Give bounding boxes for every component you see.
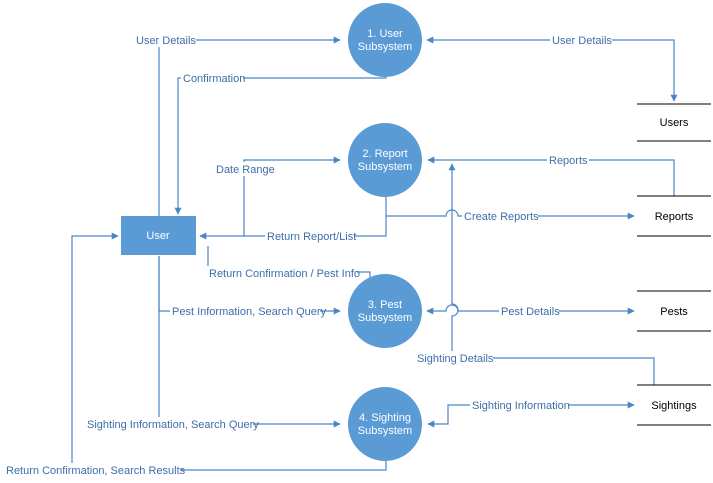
process-pest-subsystem-line1: 3. Pest <box>368 299 402 311</box>
process-user-subsystem-line2: Subsystem <box>358 41 412 53</box>
store-pests-label: Pests <box>660 306 688 318</box>
label-create-reports: Create Reports <box>464 211 539 223</box>
process-sighting-subsystem-line1: 4. Sighting <box>359 412 411 424</box>
label-sighting-information: Sighting Information <box>472 400 570 412</box>
flow-user-details-in <box>158 36 341 216</box>
label-pest-details: Pest Details <box>501 306 560 318</box>
process-sighting-subsystem[interactable]: 4. Sighting Subsystem <box>348 387 422 461</box>
store-users[interactable]: Users <box>637 103 711 142</box>
label-reports: Reports <box>549 155 588 167</box>
store-sightings-label: Sightings <box>651 400 697 412</box>
process-pest-subsystem-line2: Subsystem <box>358 312 412 324</box>
process-report-subsystem-line2: Subsystem <box>358 161 412 173</box>
label-confirmation: Confirmation <box>183 73 245 85</box>
store-sightings[interactable]: Sightings <box>637 384 711 426</box>
entity-user-label: User <box>146 230 170 242</box>
label-sighting-information-query: Sighting Information, Search Query <box>87 419 259 431</box>
process-user-subsystem[interactable]: 1. User Subsystem <box>348 3 422 77</box>
label-sighting-details: Sighting Details <box>417 353 494 365</box>
process-report-subsystem-line1: 2. Report <box>362 148 407 160</box>
label-pest-information: Pest Information, Search Query <box>172 306 327 318</box>
store-users-label: Users <box>660 117 689 129</box>
label-user-details-store: User Details <box>552 35 612 47</box>
label-date-range: Date Range <box>216 164 275 176</box>
process-report-subsystem[interactable]: 2. Report Subsystem <box>348 123 422 197</box>
flow-return-report-list <box>199 196 387 240</box>
flow-reports <box>427 156 675 196</box>
flow-user-details-store <box>426 36 678 102</box>
store-reports-label: Reports <box>655 211 694 223</box>
process-user-subsystem-line1: 1. User <box>367 28 403 40</box>
label-user-details-in: User Details <box>136 35 196 47</box>
store-pests[interactable]: Pests <box>637 290 711 332</box>
store-reports[interactable]: Reports <box>637 195 711 237</box>
flow-sighting-information-query <box>158 256 341 428</box>
label-return-confirmation-pest: Return Confirmation / Pest Info <box>209 268 360 280</box>
process-pest-subsystem[interactable]: 3. Pest Subsystem <box>348 274 422 348</box>
flow-pest-information <box>158 256 341 315</box>
flow-pest-details <box>426 304 635 315</box>
label-return-report-list: Return Report/List <box>267 231 356 243</box>
process-sighting-subsystem-line2: Subsystem <box>358 425 412 437</box>
flow-date-range <box>243 156 341 236</box>
label-return-confirmation-search: Return Confirmation, Search Results <box>6 465 186 477</box>
entity-user[interactable]: User <box>121 216 196 255</box>
